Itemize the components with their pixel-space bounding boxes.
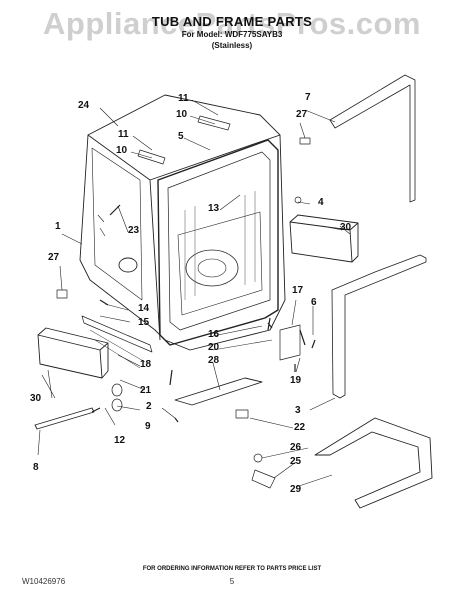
watermark: AppliancePartsPros.com (43, 6, 421, 41)
callout-10-top: 10 (176, 109, 188, 120)
plate-28 (174, 377, 263, 406)
callout-24: 24 (78, 100, 90, 111)
callout-28: 28 (208, 355, 220, 366)
model-line: For Model: WDF775SAYB3 (181, 30, 283, 39)
callout-17: 17 (292, 285, 304, 296)
callout-12: 12 (114, 435, 126, 446)
callout-9: 9 (145, 421, 151, 432)
callout-30-left: 30 (30, 393, 42, 404)
callout-29: 29 (290, 484, 302, 495)
callout-11-left: 11 (118, 129, 129, 140)
strap-8 (34, 407, 95, 430)
callout-13: 13 (208, 203, 220, 214)
callout-5: 5 (178, 131, 184, 142)
callout-1: 1 (55, 221, 61, 232)
finish-label: (Stainless) (211, 41, 253, 50)
callout-20: 20 (208, 342, 220, 353)
callout-4: 4 (318, 197, 324, 208)
document-number: W10426976 (22, 577, 66, 586)
tub-body (79, 94, 286, 351)
callout-6: 6 (311, 297, 317, 308)
callout-16: 16 (208, 329, 220, 340)
callout-21: 21 (140, 385, 152, 396)
callout-26: 26 (290, 442, 302, 453)
callout-30-right: 30 (340, 222, 352, 233)
callout-2: 2 (146, 401, 152, 412)
callout-19: 19 (290, 375, 302, 386)
callout-7: 7 (305, 92, 311, 103)
panel-30-left (37, 334, 103, 379)
gasket-3 (331, 254, 427, 399)
page-number: 5 (229, 577, 235, 586)
bracket-29 (314, 417, 433, 509)
callout-27-left: 27 (48, 252, 60, 263)
callout-3: 3 (295, 405, 301, 416)
callout-23: 23 (128, 225, 140, 236)
ordering-note: FOR ORDERING INFORMATION REFER TO PARTS … (142, 566, 322, 572)
tub-frame (157, 139, 279, 346)
callout-18: 18 (140, 359, 152, 370)
callout-8: 8 (33, 462, 39, 473)
callout-15: 15 (138, 317, 150, 328)
callout-25: 25 (290, 456, 302, 467)
callout-22: 22 (294, 422, 306, 433)
gasket-7 (329, 74, 416, 203)
callout-14: 14 (138, 303, 150, 314)
callout-11-top: 11 (178, 93, 189, 104)
callout-10-left: 10 (116, 145, 128, 156)
page-title: TUB AND FRAME PARTS (151, 14, 313, 29)
callout-27-right: 27 (296, 109, 308, 120)
